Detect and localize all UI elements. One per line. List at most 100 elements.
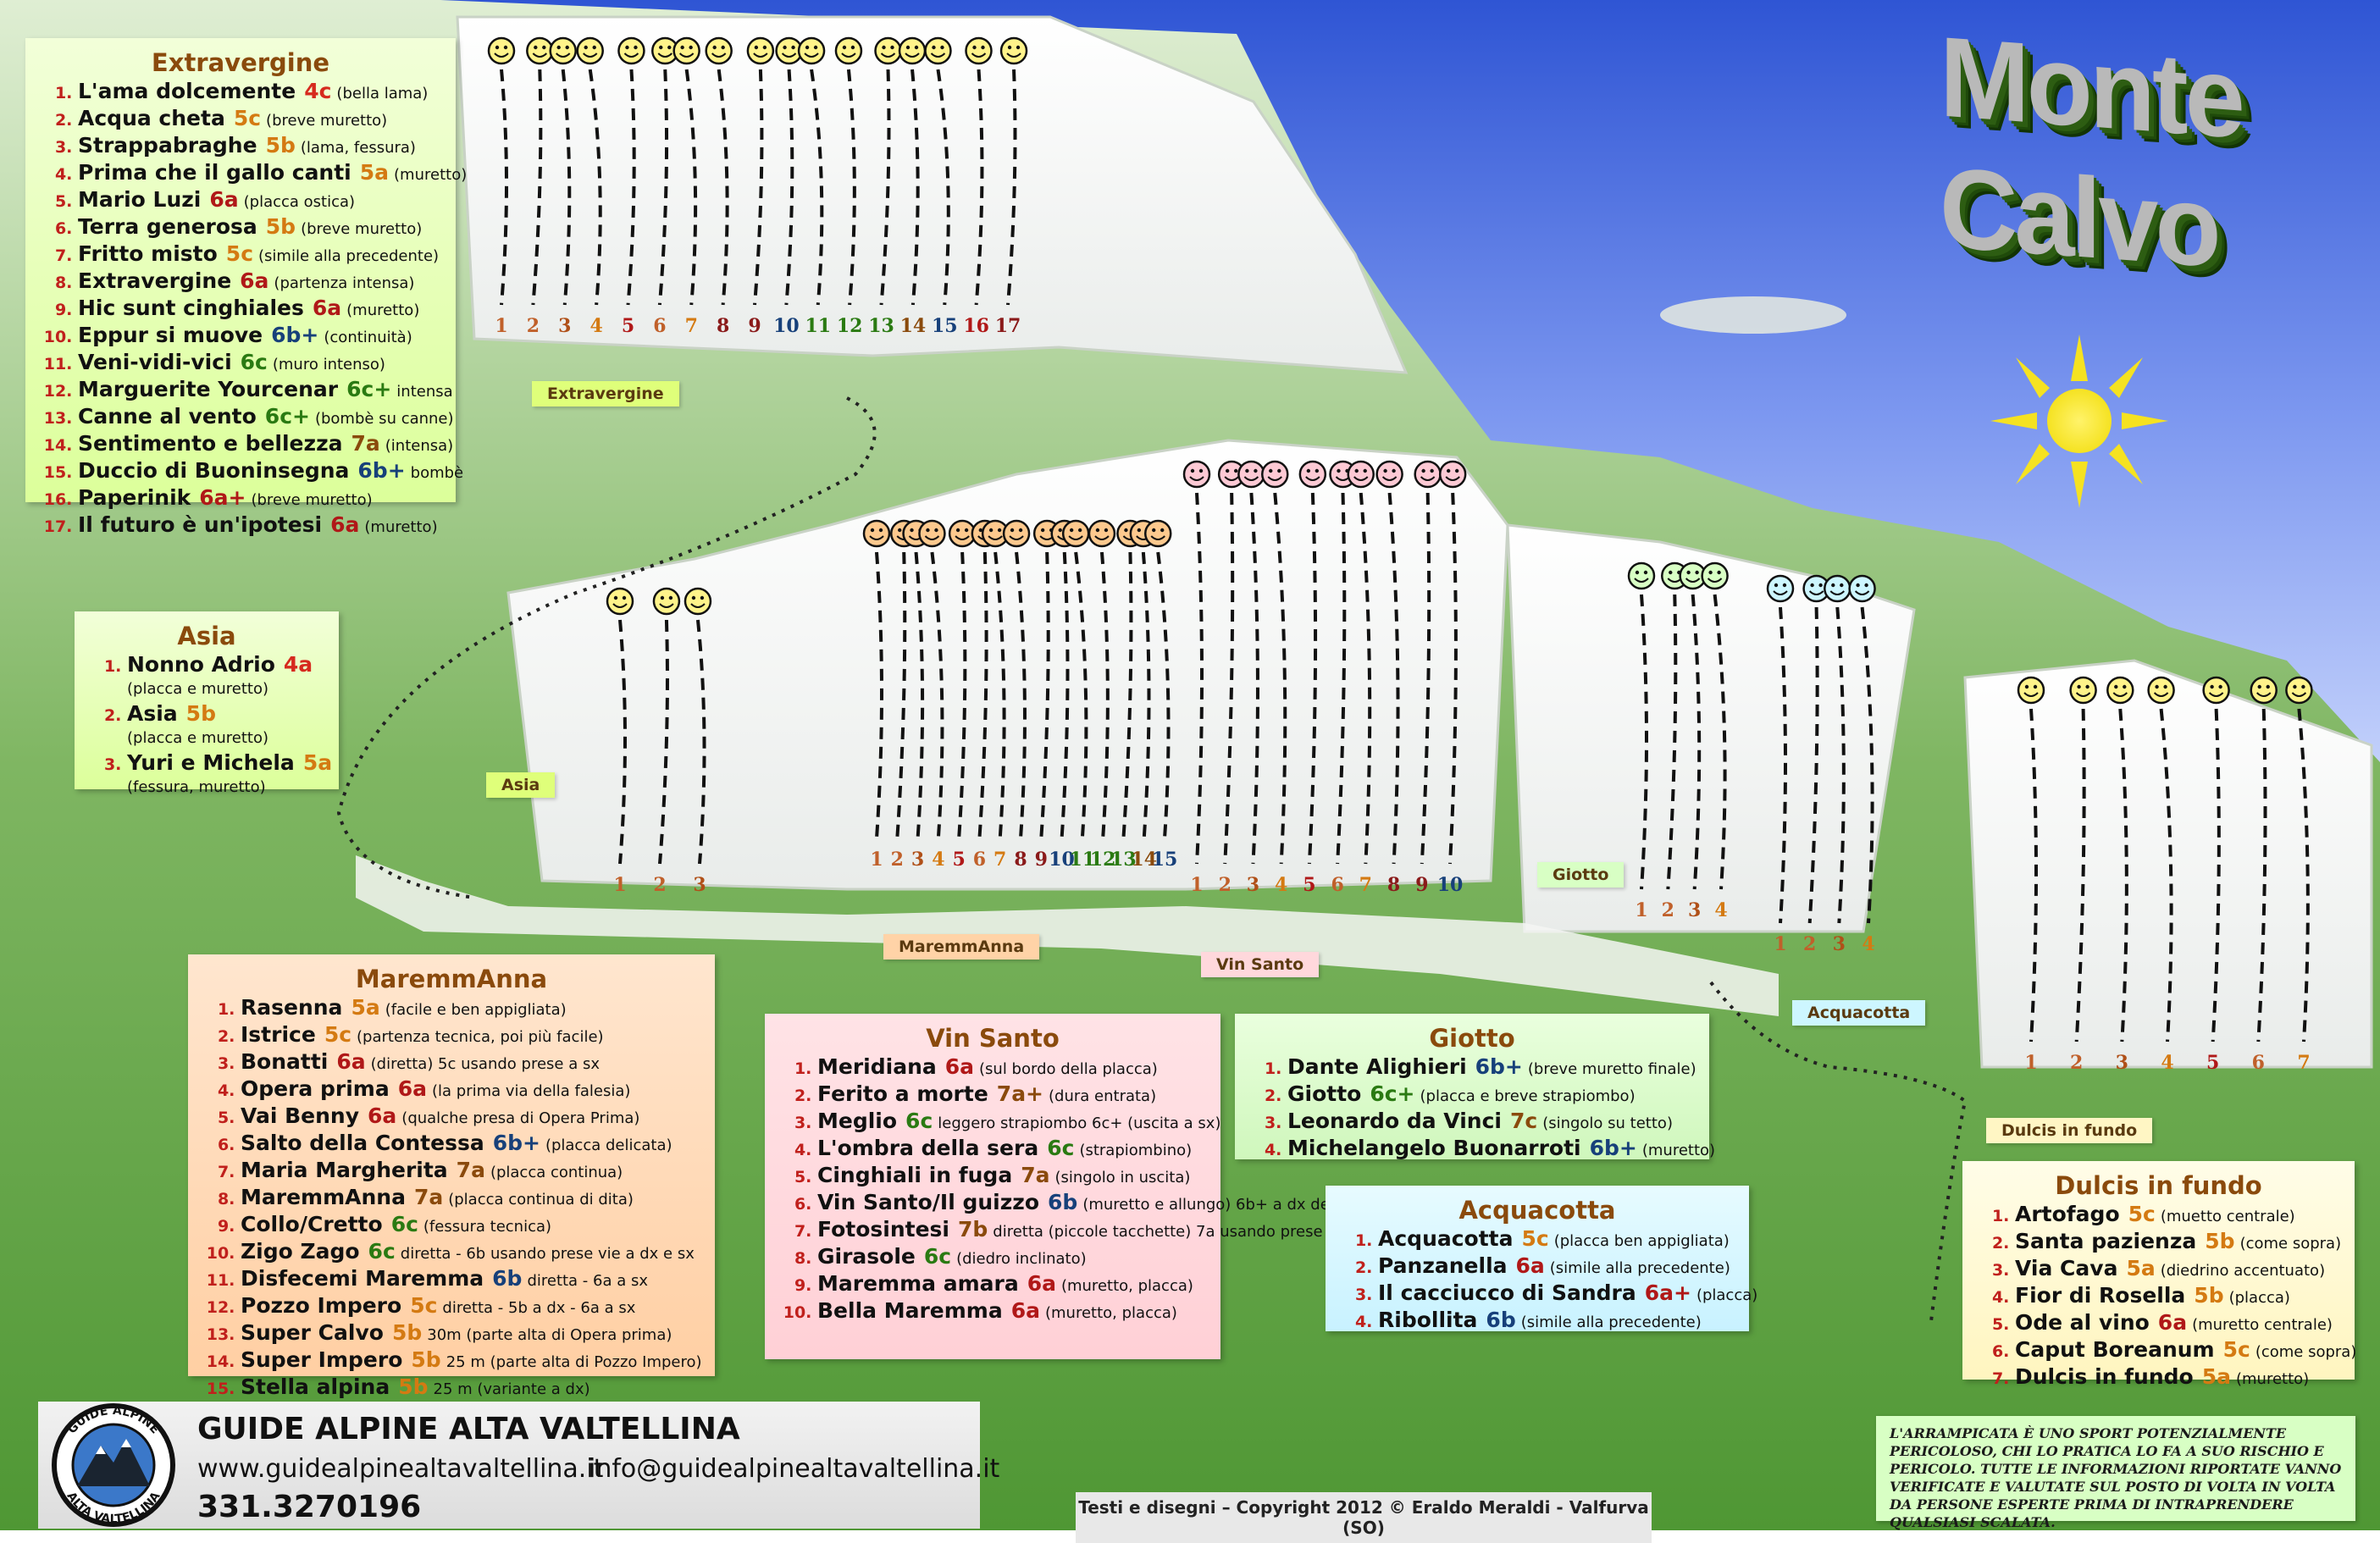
route-line xyxy=(2256,708,2267,1042)
smiley-eye xyxy=(1840,583,1844,588)
route-description: (placca) xyxy=(2228,1289,2290,1307)
route-number: 6 xyxy=(1331,874,1343,896)
route-number: 4 xyxy=(2161,1052,2173,1074)
guide-email-link[interactable]: info@guidealpinealtavaltellina.it xyxy=(589,1454,1000,1484)
route-top-smiley-icon xyxy=(1347,460,1375,489)
route-number: 14 xyxy=(900,315,927,337)
smiley-mouth xyxy=(905,53,920,58)
route-line xyxy=(1195,492,1204,865)
smiley-eye xyxy=(1198,468,1204,473)
smiley-eye xyxy=(1254,468,1258,473)
route-line xyxy=(810,69,824,306)
smiley-eye xyxy=(1058,528,1062,533)
route-top-smiley-icon xyxy=(2250,676,2278,705)
guide-phone: 331.3270196 xyxy=(197,1490,422,1524)
smiley-eye xyxy=(981,45,985,50)
smiley-eye xyxy=(1306,468,1311,473)
route-grade: 6a xyxy=(240,268,269,293)
smiley-eye xyxy=(1137,528,1142,533)
smiley-eye xyxy=(667,45,672,50)
route-name: Maremma amara xyxy=(817,1271,1019,1296)
smiley-mouth xyxy=(804,53,819,58)
route-description: (come sopra) xyxy=(2239,1235,2342,1253)
route-number: 9 xyxy=(748,315,761,337)
route-top-smiley-icon xyxy=(684,587,712,616)
route-name: Leonardo da Vinci xyxy=(1287,1109,1502,1133)
route-top-smiley-icon xyxy=(834,36,863,65)
guide-website-link[interactable]: www.guidealpinealtavaltellina.it xyxy=(197,1454,604,1484)
route-number: 2 xyxy=(1662,899,1674,921)
route-name: Stella alpina xyxy=(241,1374,390,1399)
route-description: (partenza intensa) xyxy=(274,274,415,292)
route-line xyxy=(879,69,891,306)
sector-label-giotto: Giotto xyxy=(1537,862,1624,888)
route-description: (placca ben appigliata) xyxy=(1553,1232,1730,1250)
smiley-eye xyxy=(940,45,944,50)
route-line xyxy=(500,69,508,306)
smiley-mouth xyxy=(1420,476,1436,481)
smiley-eye xyxy=(1245,468,1249,473)
route-grade: 5a xyxy=(351,995,380,1020)
route-description: leggero strapiombo 6c+ (uscita a sx) xyxy=(938,1114,1221,1132)
route-name: Il cacciucco di Sandra xyxy=(1378,1280,1636,1305)
route-number: 6 xyxy=(653,315,666,337)
route-top-smiley-icon xyxy=(672,36,700,65)
route-name: Fritto misto xyxy=(78,241,218,266)
smiley-eye xyxy=(1069,528,1074,533)
route-name: Bonatti xyxy=(241,1049,329,1074)
route-top-smiley-icon xyxy=(576,36,604,65)
route-description: intensa xyxy=(396,383,453,401)
route-top-smiley-icon xyxy=(2202,676,2230,705)
route-line xyxy=(914,551,925,839)
smiley-eye xyxy=(754,45,759,50)
route-name: Sentimento e bellezza xyxy=(78,431,343,456)
route-line xyxy=(1779,606,1787,924)
route-line xyxy=(657,69,669,306)
route-number: 10 xyxy=(1049,849,1075,871)
route-description: (placca delicata) xyxy=(545,1137,672,1154)
smiley-eye xyxy=(2218,684,2222,689)
route-line xyxy=(2297,708,2310,1042)
route-name: Girasole xyxy=(817,1244,916,1269)
route-line xyxy=(1336,492,1347,865)
route-grade: 5b xyxy=(2194,1283,2224,1308)
smiley-eye xyxy=(1669,570,1673,575)
smiley-mouth xyxy=(612,603,628,608)
smiley-eye xyxy=(634,45,638,50)
route-grade: 5b xyxy=(411,1347,441,1372)
route-line xyxy=(1860,606,1874,924)
route-number: 4 xyxy=(1862,933,1874,955)
route-line xyxy=(1060,551,1070,839)
route-grade: 4a xyxy=(283,652,313,677)
smiley-eye xyxy=(2024,684,2029,689)
route-grade: 6c xyxy=(368,1239,396,1264)
route-line xyxy=(695,619,706,865)
route-line xyxy=(875,551,883,839)
route-top-smiley-icon xyxy=(1143,519,1172,548)
smiley-eye xyxy=(905,45,910,50)
route-description: (come sopra) xyxy=(2255,1343,2357,1361)
route-line xyxy=(846,69,856,306)
route-grade: 6a xyxy=(397,1076,427,1101)
route-top-smiley-icon xyxy=(2147,676,2175,705)
smiley-eye xyxy=(1124,528,1128,533)
route-description: (placca) xyxy=(1696,1286,1758,1304)
route-grade: 5b xyxy=(398,1374,429,1399)
route-number: 13 xyxy=(1110,849,1137,871)
route-description: (fessura tecnica) xyxy=(423,1218,552,1236)
smiley-mouth xyxy=(690,603,706,608)
smiley-mouth xyxy=(1381,476,1398,481)
